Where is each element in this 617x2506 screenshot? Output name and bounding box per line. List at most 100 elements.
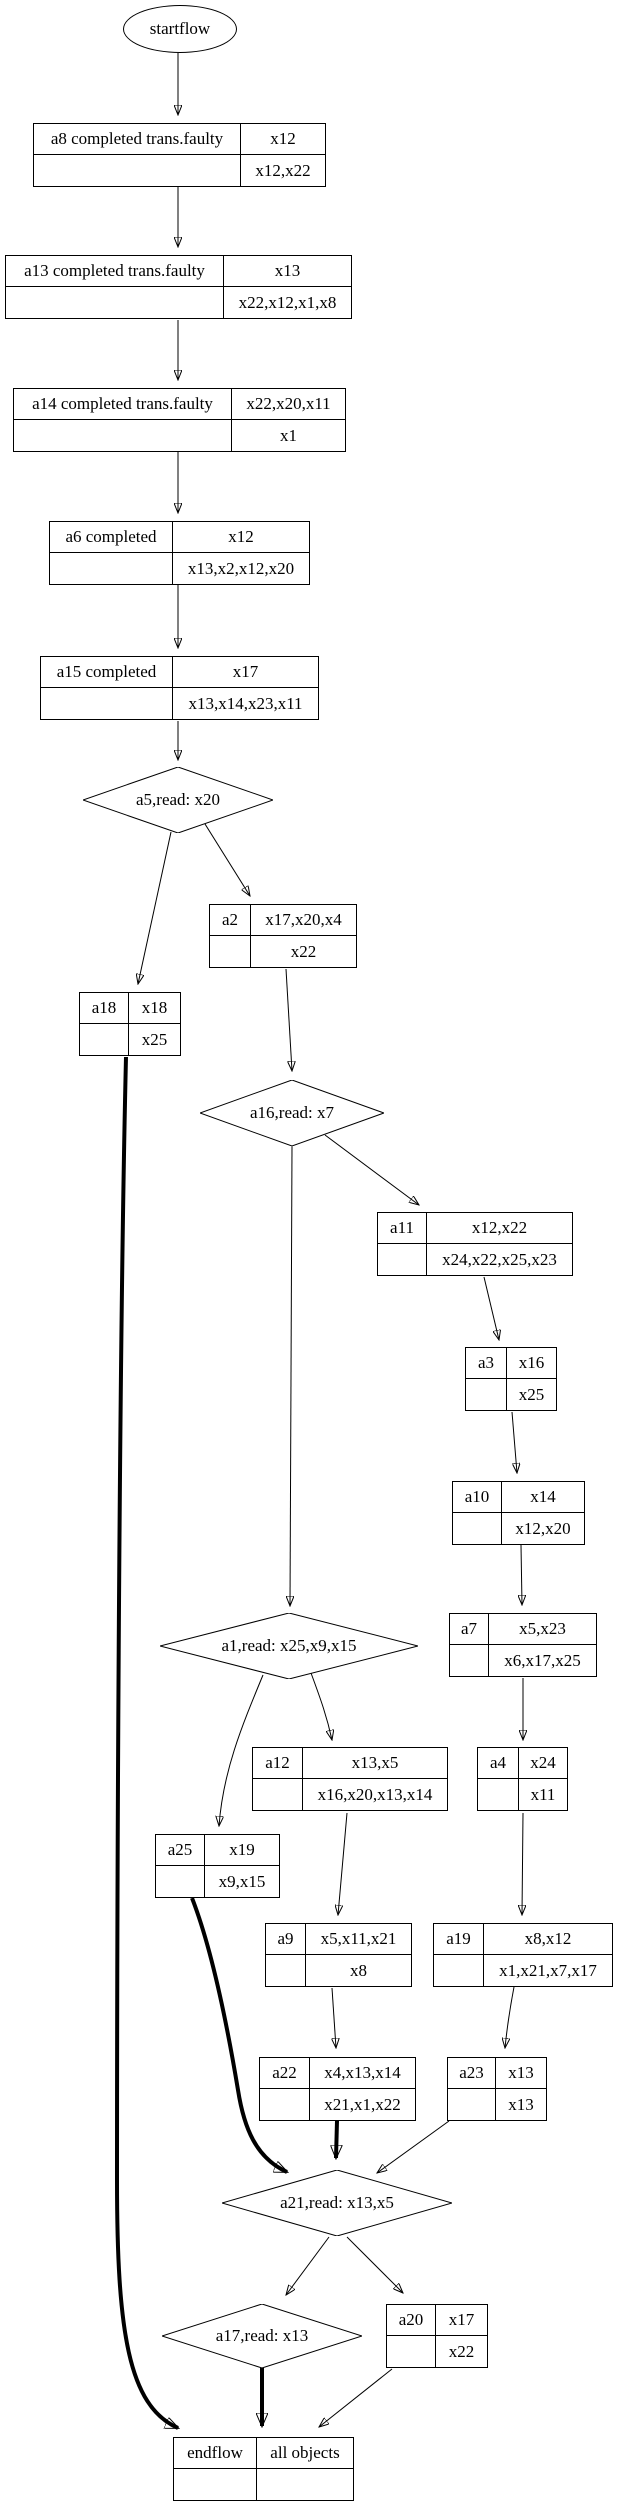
node-endflow-top-value: all objects	[257, 2438, 353, 2469]
node-a16-label: a16,read: x7	[249, 1103, 335, 1122]
node-a3-blank-cell	[466, 1379, 507, 1410]
node-a21-label: a21,read: x13,x5	[280, 2193, 394, 2212]
edge-a2-a16	[285, 968, 292, 1071]
node-a11: a11 x12,x22 x24,x22,x25,x23	[377, 1212, 573, 1276]
node-a9-bottom-value: x8	[350, 1960, 367, 1980]
node-a11-blank-cell	[378, 1244, 427, 1275]
node-a25: a25 x19 x9,x15	[155, 1834, 280, 1898]
edge-a25-a21	[190, 1897, 287, 2174]
node-a22-bottom-value: x21,x1,x22	[324, 2094, 401, 2114]
edge-a16-a1	[290, 1145, 292, 1606]
edge-a5-a2	[204, 823, 250, 896]
node-a19-blank-cell	[434, 1955, 484, 1986]
node-a2-blank-cell	[210, 936, 251, 967]
node-a7-blank-cell	[450, 1645, 489, 1676]
node-a15: a15 completed x17 x13,x14,x23,x11	[40, 656, 319, 720]
edge-a1-a12	[310, 1672, 332, 1740]
node-a6-top-value: x12	[173, 522, 309, 553]
node-a5-label: a5,read: x20	[135, 790, 221, 809]
node-a22: a22 x4,x13,x14 x21,x1,x22	[259, 2057, 416, 2121]
edge-a16-a11	[324, 1134, 419, 1205]
node-a20-blank-cell	[387, 2336, 436, 2367]
node-a11-bottom-value: x24,x22,x25,x23	[442, 1249, 557, 1269]
node-a9-top-value: x5,x11,x21	[306, 1924, 411, 1955]
node-a20-top-value: x17	[436, 2305, 487, 2336]
node-a10-label: a10	[453, 1482, 502, 1513]
node-a2-top-value: x17,x20,x4	[251, 905, 356, 936]
node-a10-blank-cell	[453, 1513, 502, 1544]
node-a20-bottom-value: x22	[448, 2341, 475, 2361]
node-a23-top-value: x13	[496, 2058, 546, 2089]
node-a7: a7 x5,x23 x6,x17,x25	[449, 1613, 597, 1677]
edge-a1-a25	[219, 1674, 264, 1826]
node-a5: a5,read: x20	[83, 767, 273, 833]
node-a22-blank-cell	[260, 2089, 310, 2120]
edge-a5-a18	[138, 831, 172, 984]
node-a19: a19 x8,x12 x1,x21,x7,x17	[433, 1923, 613, 1987]
node-a8: a8 completed trans.faulty x12 x12,x22	[33, 123, 326, 187]
node-a3: a3 x16 x25	[465, 1347, 557, 1411]
edge-a21-a17	[286, 2236, 330, 2295]
node-a3-top-value: x16	[507, 1348, 556, 1379]
node-a12-top-value: x13,x5	[303, 1748, 447, 1779]
node-a1: a1,read: x25,x9,x15	[160, 1613, 418, 1679]
node-a13-label: a13 completed trans.faulty	[6, 256, 224, 287]
edge-a10-a7	[521, 1544, 522, 1605]
node-a4: a4 x24 x11	[477, 1747, 568, 1811]
node-a19-bottom-value: x1,x21,x7,x17	[499, 1960, 597, 1980]
node-endflow-blank-cell	[174, 2469, 257, 2500]
node-a25-top-value: x19	[205, 1835, 279, 1866]
edge-a11-a3	[483, 1276, 499, 1340]
node-a12-label: a12	[253, 1748, 303, 1779]
node-a2: a2 x17,x20,x4 x22	[209, 904, 357, 968]
edge-a23-a21	[377, 2120, 450, 2173]
edge-a12-a9	[338, 1812, 348, 1915]
node-endflow-bottom-value	[257, 2469, 353, 2500]
node-a8-top-value: x12	[241, 124, 325, 155]
node-a8-label: a8 completed trans.faulty	[34, 124, 241, 155]
node-a15-bottom-value: x13,x14,x23,x11	[188, 693, 303, 713]
node-a10-bottom-value: x12,x20	[515, 1518, 571, 1538]
node-endflow: endflow all objects	[173, 2437, 354, 2501]
node-a7-top-value: x5,x23	[489, 1614, 596, 1645]
node-a15-label: a15 completed	[41, 657, 173, 688]
node-a6-label: a6 completed	[50, 522, 173, 553]
node-a3-label: a3	[466, 1348, 507, 1379]
node-a8-bottom-value: x12,x22	[255, 160, 311, 180]
node-a19-label: a19	[434, 1924, 484, 1955]
node-a14-top-value: x22,x20,x11	[232, 389, 345, 420]
node-a14-blank-cell	[14, 420, 232, 451]
node-a18: a18 x18 x25	[79, 992, 181, 1056]
node-a8-blank-cell	[34, 155, 241, 186]
node-a15-blank-cell	[41, 688, 173, 719]
node-endflow-label: endflow	[174, 2438, 257, 2469]
node-a23-blank-cell	[448, 2089, 496, 2120]
node-a14-label: a14 completed trans.faulty	[14, 389, 232, 420]
node-a2-bottom-value: x22	[290, 941, 317, 961]
node-a11-label: a11	[378, 1213, 427, 1244]
node-startflow-label: startflow	[149, 19, 211, 38]
node-a4-bottom-value: x11	[530, 1784, 556, 1804]
node-a15-top-value: x17	[173, 657, 318, 688]
node-a13-bottom-value: x22,x12,x1,x8	[238, 292, 337, 312]
node-a4-label: a4	[478, 1748, 519, 1779]
node-a18-bottom-value: x25	[141, 1029, 168, 1049]
node-a9: a9 x5,x11,x21 x8	[265, 1923, 412, 1987]
node-a20-label: a20	[387, 2305, 436, 2336]
node-a13-blank-cell	[6, 287, 224, 318]
node-a9-label: a9	[266, 1924, 306, 1955]
node-a11-top-value: x12,x22	[427, 1213, 572, 1244]
node-a2-label: a2	[210, 905, 251, 936]
node-a23: a23 x13 x13	[447, 2057, 547, 2121]
node-a12-blank-cell	[253, 1779, 303, 1810]
node-a12: a12 x13,x5 x16,x20,x13,x14	[252, 1747, 448, 1811]
node-a7-bottom-value: x6,x17,x25	[504, 1650, 581, 1670]
edge-a22-a21	[336, 2120, 337, 2158]
edge-a20-endflow	[319, 2368, 393, 2427]
edge-a4-a19	[522, 1812, 523, 1915]
node-a21: a21,read: x13,x5	[222, 2170, 452, 2236]
node-a10-top-value: x14	[502, 1482, 584, 1513]
node-a13-top-value: x13	[224, 256, 351, 287]
node-a17: a17,read: x13	[162, 2304, 362, 2368]
